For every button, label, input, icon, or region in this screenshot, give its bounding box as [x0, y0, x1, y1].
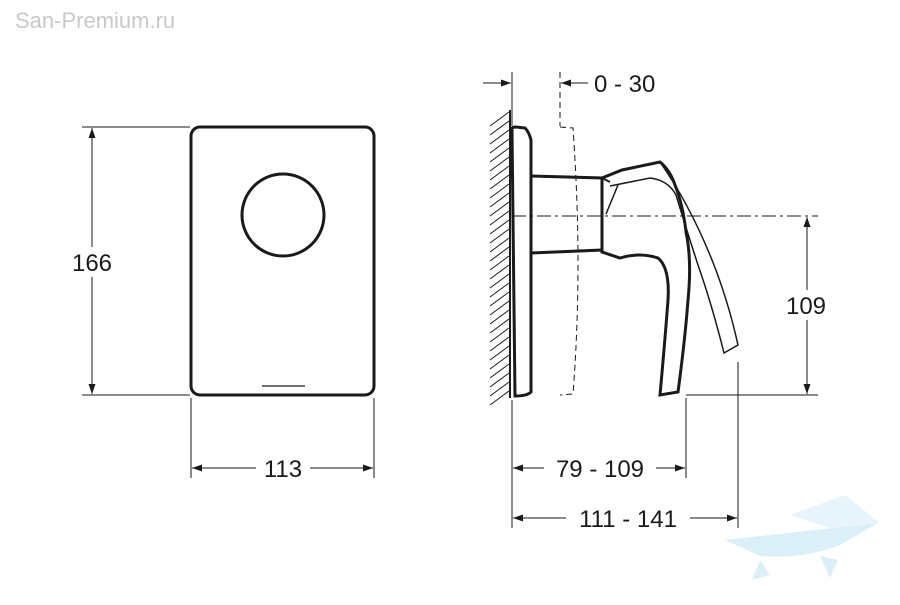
cover-plate: [189, 125, 376, 397]
dim-label-axis-height: 109: [786, 293, 826, 320]
dim-label-plate-height: 166: [72, 250, 112, 277]
hatch-line: [489, 246, 510, 262]
hatch-line: [489, 156, 510, 172]
dim-label-plate-width: 113: [264, 456, 302, 483]
hatch-line: [489, 363, 510, 379]
plate-side-profile: [510, 125, 533, 398]
hatch-line: [489, 318, 510, 334]
hatch-line: [489, 237, 510, 253]
hatch-line: [489, 174, 510, 190]
dimension-handle-depth: 79 - 109: [511, 398, 687, 528]
hatch-line: [489, 309, 510, 325]
hatch-line: [489, 192, 510, 208]
hatch-line: [489, 201, 510, 217]
dim-label-handle-depth: 79 - 109: [556, 456, 644, 483]
hatch-line: [489, 111, 510, 127]
dim-label-total-depth: 111 - 141: [579, 506, 677, 533]
hatch-line: [489, 372, 510, 388]
hatch-line: [489, 120, 510, 136]
hatch-line: [489, 336, 510, 352]
hatch-line: [489, 381, 510, 397]
hatch-line: [489, 273, 510, 289]
hatch-line: [489, 390, 510, 406]
hatch-line: [489, 138, 510, 154]
hatch-line: [489, 345, 510, 361]
hatch-line: [489, 183, 510, 199]
hatch-line: [489, 210, 510, 226]
dimension-wall-offset: 0 - 30: [483, 71, 655, 126]
dimension-plate-width: 113: [190, 398, 375, 483]
hatch-line: [489, 255, 510, 271]
lever-raised-position: [659, 161, 739, 355]
lever-inner-curve: [609, 177, 677, 196]
plate-alternate-position: [559, 126, 579, 396]
dim-label-wall-offset: 0 - 30: [594, 71, 655, 98]
hatch-line: [489, 228, 510, 244]
hatch-line: [489, 327, 510, 343]
lever-edge: [605, 184, 619, 215]
hatch-line: [489, 129, 510, 145]
hatch-line: [489, 264, 510, 280]
dimension-plate-height: 166: [68, 126, 190, 396]
dimension-total-depth: 111 - 141: [513, 362, 739, 533]
bathtub-logo-icon: [725, 495, 880, 580]
handle-knob: [240, 172, 326, 258]
hatch-line: [489, 219, 510, 235]
hatch-line: [489, 354, 510, 370]
front-view: [189, 125, 376, 397]
hatch-line: [489, 165, 510, 181]
watermark-text: San-Premium.ru: [15, 8, 176, 33]
hatch-line: [489, 300, 510, 316]
mixer-body: [530, 174, 604, 255]
side-view: [489, 110, 818, 406]
wall-hatching: [489, 110, 511, 406]
hatch-line: [489, 291, 510, 307]
hatch-line: [489, 282, 510, 298]
hatch-line: [489, 147, 510, 163]
dimension-axis-height: 109: [686, 217, 832, 396]
